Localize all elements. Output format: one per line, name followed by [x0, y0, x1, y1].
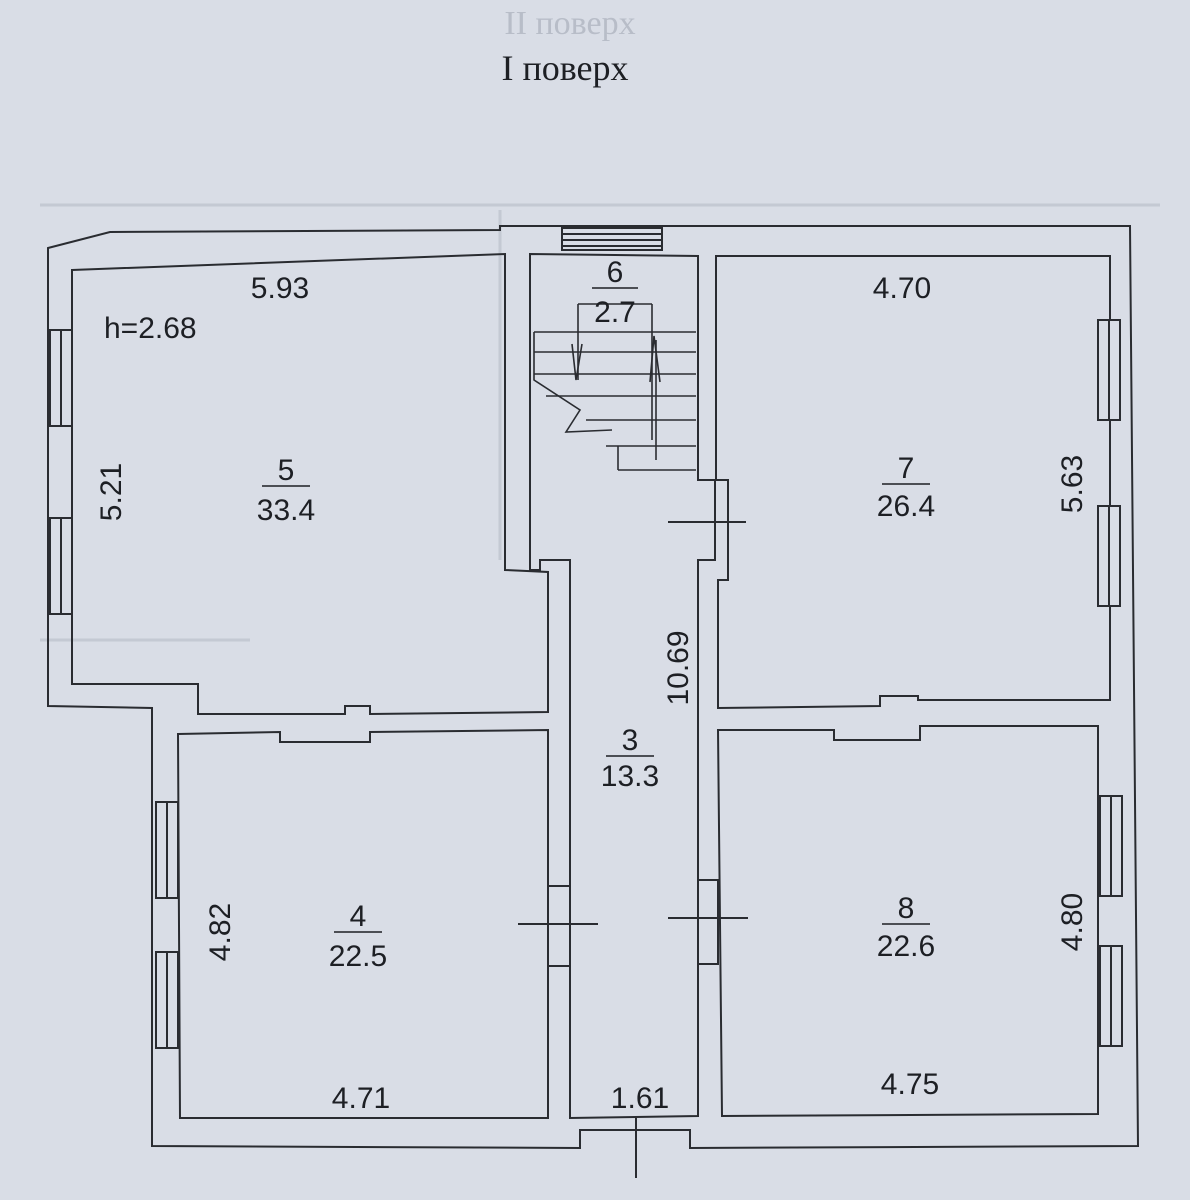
staircase [533, 303, 696, 471]
dim-room4-width: 4.71 [332, 1082, 390, 1115]
dim-corridor-width: 1.61 [611, 1082, 669, 1115]
dim-room5-height: 5.21 [95, 463, 128, 521]
ghost-title: II поверх [504, 5, 635, 42]
svg-text:8: 8 [898, 892, 915, 925]
floor-title: I поверх [501, 48, 628, 88]
svg-text:22.6: 22.6 [877, 930, 935, 963]
svg-text:26.4: 26.4 [877, 490, 935, 523]
svg-text:4: 4 [350, 900, 367, 933]
room-label-4: 4 22.5 [329, 900, 387, 973]
svg-text:13.3: 13.3 [601, 760, 659, 793]
room-4-outline [176, 728, 549, 1119]
room-7-outline [715, 255, 1111, 710]
dim-room8-height: 4.80 [1056, 893, 1089, 951]
dim-corridor-length: 10.69 [662, 630, 695, 705]
svg-text:7: 7 [898, 452, 915, 485]
dim-room4-height: 4.82 [204, 903, 237, 961]
dim-room7-height: 5.63 [1056, 455, 1089, 513]
ghost-lines [40, 203, 1160, 642]
svg-text:33.4: 33.4 [257, 494, 315, 527]
room-label-3: 3 13.3 [601, 724, 659, 793]
room-5-outline [71, 252, 549, 716]
room-label-8: 8 22.6 [877, 892, 935, 963]
svg-text:5: 5 [278, 454, 295, 487]
room-label-7: 7 26.4 [877, 452, 935, 523]
outer-wall [47, 225, 1140, 1150]
door-ticks [518, 521, 748, 1178]
svg-text:2.7: 2.7 [594, 296, 636, 329]
room-label-5: 5 33.4 [257, 454, 315, 527]
svg-text:3: 3 [622, 724, 639, 757]
corridor-outline [529, 252, 716, 1120]
room-label-6: 6 2.7 [592, 256, 638, 329]
dim-room5-width: 5.93 [251, 272, 309, 305]
room-8-outline [716, 725, 1099, 1118]
svg-text:6: 6 [607, 256, 624, 289]
height-label: h=2.68 [104, 312, 197, 345]
windows [49, 227, 1123, 1049]
svg-text:22.5: 22.5 [329, 940, 387, 973]
dim-room8-width: 4.75 [881, 1068, 939, 1101]
dim-room7-width: 4.70 [873, 272, 931, 305]
walls [47, 225, 1140, 1150]
